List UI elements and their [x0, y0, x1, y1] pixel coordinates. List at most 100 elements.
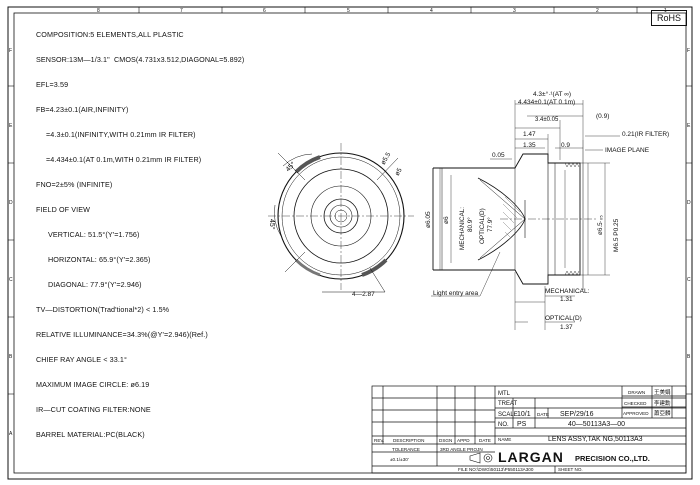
zone-col-label: 7 [180, 8, 183, 14]
value-optical-fov: 77.9° [486, 217, 494, 232]
label-mechanical-len: MECHANICAL: [545, 288, 590, 295]
zone-row-label: C [687, 277, 691, 283]
tb-no-label: NO. [498, 422, 509, 428]
hatched-segment [294, 258, 321, 277]
tb-dsgn-label: DSGN [439, 438, 452, 443]
dim-dia-6: ø6 [443, 216, 450, 224]
company-logo: LARGAN [498, 449, 564, 465]
tb-date-label: DATE [537, 412, 549, 417]
value-mechanical-len: 1.31 [560, 296, 573, 303]
angle-line [277, 152, 306, 181]
zone-col-label: 1 [664, 8, 667, 14]
light-entry-leader [431, 251, 501, 297]
tb-drawn-sig: 王美娟 [654, 388, 671, 396]
zone-row-label: B [687, 354, 691, 360]
tb-checked-label: CHECKED [624, 401, 647, 406]
zone-col-label: 5 [347, 8, 350, 14]
zone-row-label: E [9, 123, 13, 129]
zone-row-label: C [9, 277, 13, 283]
value-optical-len: 1.37 [560, 324, 573, 331]
angle-arc [282, 153, 313, 167]
spec-ir-coating: IR—CUT COATING FILTER:NONE [36, 405, 151, 415]
hatched-segment [361, 258, 388, 277]
label-optical-fov: OPTICAL(D) [479, 208, 486, 244]
spec-barrel: BARREL MATERIAL:PC(BLACK) [36, 430, 145, 440]
projection-symbol [469, 452, 493, 464]
tb-scale-label: SCALE [498, 412, 518, 418]
dim-fb-infinity: 4.3±°·¹(AT ∞) [533, 90, 571, 98]
spec-illuminance: RELATIVE ILLUMINANCE=34.3%(@Y'=2.946)(Re… [36, 330, 208, 340]
fov-ray [479, 179, 526, 220]
angle-line [284, 251, 306, 273]
tb-date-value: SEP/29/16 [560, 411, 594, 418]
dim-0-05: 0.05 [492, 152, 505, 159]
dim-fb-near: 4.434±0.1(AT 0.1m) [518, 99, 575, 106]
spec-fno: FNO=2±5% (INFINITE) [36, 179, 113, 189]
tb-desc-label: DESCRIPTION [393, 438, 424, 443]
label-mechanical-fov: MECHANICAL: [459, 207, 466, 250]
zone-col-label: 6 [263, 8, 266, 14]
spec-fb: FB=4.23±0.1(AIR,INFINITY) [36, 104, 129, 114]
zone-row-label: B [9, 354, 13, 360]
rohs-badge: RoHS [651, 10, 687, 26]
spec-composition: COMPOSITION:5 ELEMENTS,ALL PLASTIC [36, 29, 184, 39]
inner-frame [13, 12, 687, 474]
zone-row-label: E [687, 123, 691, 129]
value-mechanical-fov: 80.9° [466, 217, 474, 232]
dim-0-9-paren: (0.9) [596, 113, 609, 120]
spec-image-circle: MAXIMUM IMAGE CIRCLE: ø6.19 [36, 380, 150, 390]
zone-row-label: A [9, 431, 13, 437]
tb-treat-label: TREAT [498, 401, 518, 407]
tb-name-label: NAME [498, 437, 511, 442]
front-dia-outer: ø5 [394, 167, 404, 177]
dim-thread: M6.5 P0.25 [613, 218, 620, 252]
tb-approved-sig: 蕭亞麟 [654, 409, 671, 417]
dim-1-35: 1.35 [523, 142, 536, 149]
tb-rdate-label: DATE [479, 438, 491, 443]
front-thread-callout: 4—2.87 [352, 291, 375, 298]
tb-file-path: FILE NO:\DWG\50113\P550113A300 [458, 467, 534, 472]
tb-part-no: 40—50113A3—00 [568, 421, 625, 428]
outer-frame [7, 6, 693, 480]
label-optical-len: OPTICAL(D) [545, 315, 582, 322]
tb-tolerance-label: TOLERANCE [392, 447, 420, 452]
front-view [268, 143, 414, 293]
tb-name-value: LENS ASSY,TAK NG,50113A3 [548, 436, 643, 443]
spec-fb-ir: =4.3±0.1(INFINITY,WITH 0.21mm IR FILTER) [46, 129, 196, 139]
spec-block: COMPOSITION:5 ELEMENTS,ALL PLASTIC SENSO… [36, 14, 244, 456]
title-block [371, 385, 687, 474]
spec-sensor: SENSOR:13M—1/3.1" CMOS(4.731x3.512,DIAGO… [36, 54, 245, 64]
tb-no-value: PS [517, 421, 527, 428]
zone-col-label: 2 [596, 8, 599, 14]
dim-dia-6-05: ø6.05 [425, 211, 432, 228]
company-name: PRECISION CO.,LTD. [575, 454, 650, 463]
tb-tolerance-value: ±0.1/±30' [390, 457, 409, 462]
zone-col-label: 3 [513, 8, 516, 14]
spec-fb-near: =4.434±0.1(AT 0.1m,WITH 0.21mm IR FILTER… [46, 154, 202, 164]
label-ir-filter: 0.21(IR FILTER) [622, 131, 669, 138]
thread-teeth [564, 270, 580, 276]
zone-rows-left: F E D C B A [9, 48, 13, 437]
spec-efl: EFL=3.59 [36, 79, 69, 89]
dim-0-9: 0.9 [561, 142, 570, 149]
spec-fov-diagonal: DIAGONAL: 77.9°(Y'=2.946) [48, 280, 142, 289]
tb-scale-value: 10/1 [517, 411, 531, 418]
zone-row-label: D [9, 200, 13, 206]
spec-fov-vertical: VERTICAL: 51.5°(Y'=1.756) [48, 229, 140, 239]
zone-columns: 8 7 6 5 4 3 2 1 [97, 8, 667, 14]
spec-fov-horizontal: HORIZONTAL: 65.9°(Y'=2.365) [48, 254, 151, 264]
zone-col-label: 8 [97, 8, 100, 14]
tb-rev-label: REV. [374, 438, 384, 443]
label-image-plane: IMAGE PLANE [605, 147, 650, 154]
zone-row-label: F [9, 48, 12, 54]
spec-distortion: TV—DISTORTION(Trad'tional*2) < 1.5% [36, 305, 170, 315]
tb-approved-label: APPROVED [623, 411, 649, 416]
tb-drawn-label: DRAWN [628, 390, 645, 395]
zone-rows-right: F E D C B [687, 48, 691, 360]
tb-sheet-label: SHEET NO. [558, 467, 583, 472]
fov-ray [479, 218, 526, 259]
zone-col-label: 4 [430, 8, 433, 14]
side-view [431, 100, 620, 330]
